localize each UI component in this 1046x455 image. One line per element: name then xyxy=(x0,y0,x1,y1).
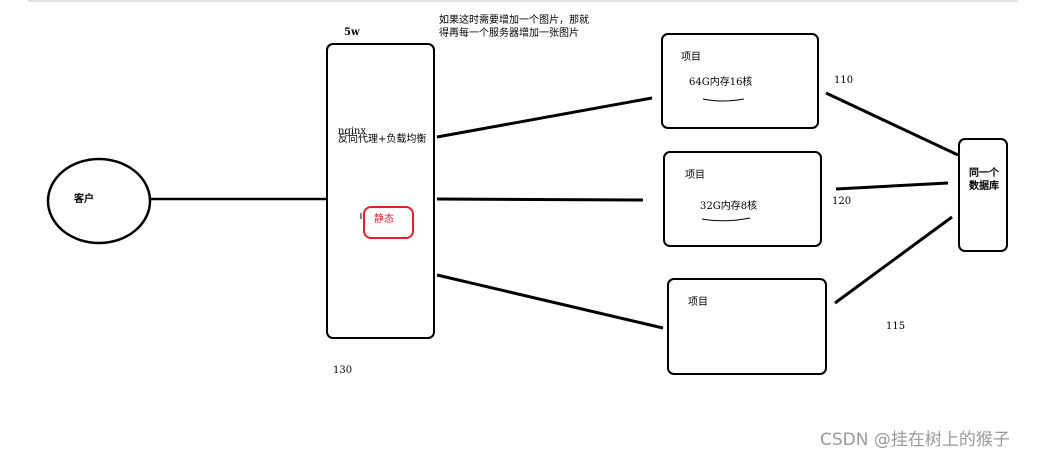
static-badge xyxy=(363,206,414,239)
nginx-role-label: 反向代理+负载均衡 xyxy=(338,134,427,145)
nginx-bottom-label: 130 xyxy=(333,365,353,376)
link-nginx-project-1 xyxy=(436,96,653,139)
link-project-3-db xyxy=(834,215,953,305)
db-link-3-label: 115 xyxy=(886,321,906,332)
project-1-title: 项目 xyxy=(681,52,701,63)
project-node-2 xyxy=(663,151,822,247)
link-nginx-project-2 xyxy=(436,197,644,202)
project-node-1 xyxy=(661,33,819,129)
spec-underline-1 xyxy=(702,98,745,102)
client-node xyxy=(46,157,152,245)
static-label: 静态 xyxy=(374,214,394,225)
database-label-line-2: 数据库 xyxy=(969,181,999,192)
note-line-1: 如果这时需要增加一个图片，那就 xyxy=(439,15,589,26)
project-2-spec: 32G内存8核 xyxy=(700,201,758,212)
project-1-spec: 64G内存16核 xyxy=(689,77,753,88)
nginx-capacity-label: 5w xyxy=(344,27,360,38)
note-line-2: 得再每一个服务器增加一张图片 xyxy=(439,28,579,39)
database-node xyxy=(958,138,1008,252)
project-2-title: 项目 xyxy=(685,170,705,181)
db-link-1-label: 110 xyxy=(834,75,854,86)
nginx-node xyxy=(326,43,435,339)
top-divider xyxy=(28,0,1018,2)
project-node-3 xyxy=(667,278,827,375)
link-project-1-db xyxy=(825,91,959,157)
db-link-2-label: 120 xyxy=(832,196,852,207)
nginx-name-label: nginx xyxy=(338,126,367,137)
client-label: 客户 xyxy=(74,194,94,205)
csdn-watermark: CSDN @挂在树上的猴子 xyxy=(820,430,1010,450)
link-project-2-db xyxy=(835,181,949,191)
spec-underline-2 xyxy=(701,217,751,222)
link-nginx-project-3 xyxy=(436,273,664,330)
project-3-title: 项目 xyxy=(688,297,708,308)
database-label-line-1: 同一个 xyxy=(969,168,999,179)
